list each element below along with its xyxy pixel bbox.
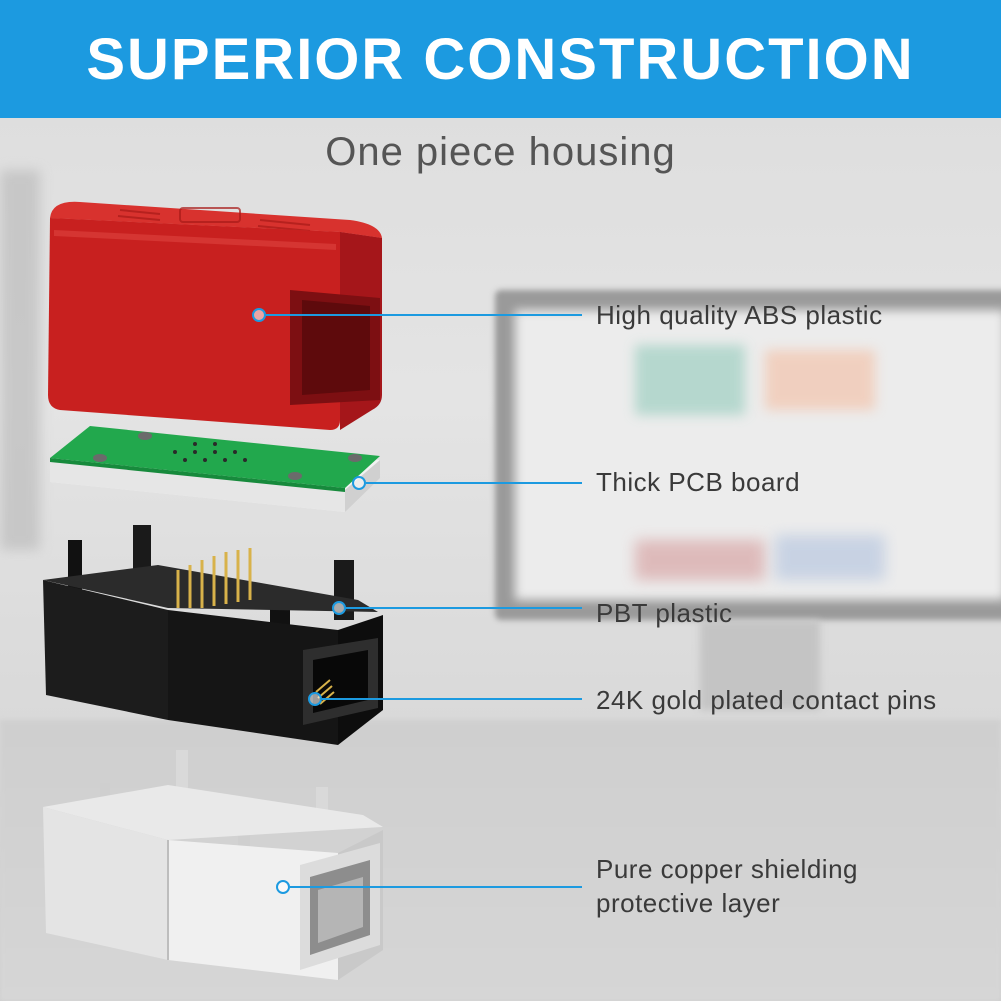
pcb-board-image xyxy=(50,426,380,512)
callout-marker-pbt xyxy=(332,601,346,615)
background-monitor-stand xyxy=(700,620,820,710)
callout-marker-abs xyxy=(252,308,266,322)
silver-copper-shield-image xyxy=(43,750,383,980)
callout-line-pbt xyxy=(346,607,582,609)
page-title: SUPERIOR CONSTRUCTION xyxy=(86,26,915,92)
header-banner: SUPERIOR CONSTRUCTION xyxy=(0,0,1001,118)
callout-label-abs: High quality ABS plastic xyxy=(596,300,883,330)
callout-line-shield xyxy=(290,886,582,888)
red-abs-housing-image xyxy=(48,201,382,430)
callout-marker-pcb xyxy=(352,476,366,490)
callout-marker-gold-pins xyxy=(308,692,322,706)
callout-label-gold-pins: 24K gold plated contact pins xyxy=(596,685,937,715)
callout-label-pbt: PBT plastic xyxy=(596,598,733,628)
callout-line-gold-pins xyxy=(322,698,582,700)
background-shelf xyxy=(0,170,40,550)
background-screen-tile xyxy=(635,540,765,580)
callout-line-pcb xyxy=(366,482,582,484)
page-subtitle: One piece housing xyxy=(325,130,676,174)
callout-label-shield-line2: protective layer xyxy=(596,888,781,918)
callout-marker-shield xyxy=(276,880,290,894)
callout-label-pcb: Thick PCB board xyxy=(596,467,801,497)
callout-line-abs xyxy=(266,314,582,316)
black-pbt-housing-image xyxy=(43,525,383,745)
callout-label-shield-line1: Pure copper shielding xyxy=(596,854,858,884)
callout-label-shield: Pure copper shielding protective layer xyxy=(596,852,858,920)
background-screen-tile xyxy=(775,535,885,580)
background-screen-tile xyxy=(765,350,875,410)
background-screen-tile xyxy=(635,345,745,415)
